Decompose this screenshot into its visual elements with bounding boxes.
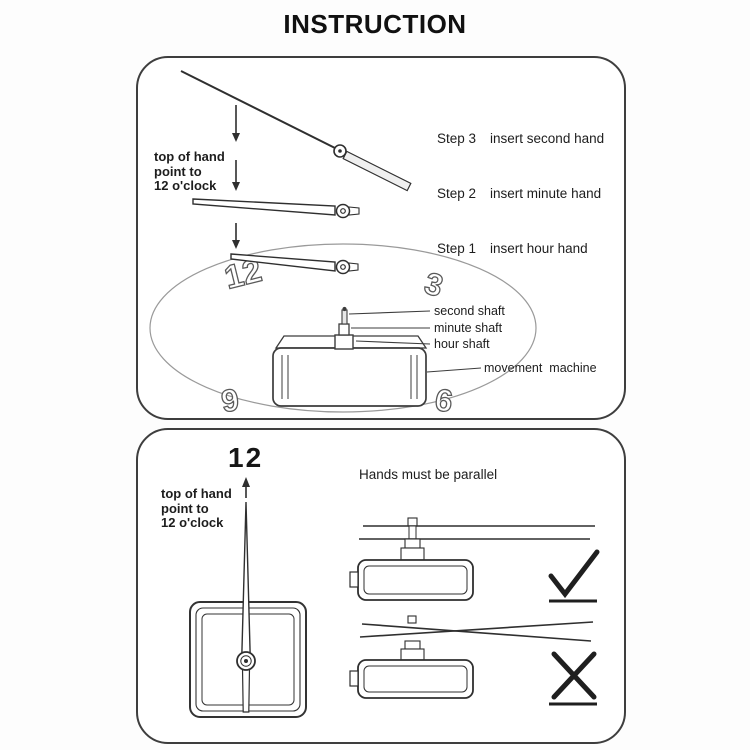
hour-shaft-label: hour shaft xyxy=(434,337,490,351)
clock-number-6: 6 xyxy=(433,382,455,414)
assembly-diagram: 12 3 9 6 xyxy=(149,70,537,414)
parallel-hands-note: Hands must be parallel xyxy=(359,467,498,482)
movement-machine-label: movement machine xyxy=(484,361,597,375)
hour-hand xyxy=(230,253,359,275)
step-3-label: Step 3 xyxy=(437,131,477,146)
clock-number-9: 9 xyxy=(219,382,241,414)
assembly-steps-panel: 12 3 9 6 xyxy=(136,56,626,420)
hour-shaft xyxy=(334,334,354,350)
parallel-hands-side-view xyxy=(349,517,595,601)
second-shaft-label: second shaft xyxy=(434,304,505,318)
orientation-diagram xyxy=(189,477,600,718)
step-1: Step 1 insert hour hand xyxy=(437,241,588,256)
clock-face-ellipse xyxy=(149,243,537,413)
down-arrow-icon xyxy=(232,223,240,249)
shaft-stack xyxy=(334,306,354,350)
minute-shaft-label: minute shaft xyxy=(434,321,503,335)
clock-hand-pointing-up xyxy=(236,501,256,713)
step-3: Step 3 insert second hand xyxy=(437,131,604,146)
hand-orientation-note: top of hand point to 12 o'clock xyxy=(154,149,225,194)
minute-hand xyxy=(192,198,360,219)
down-arrow-icon xyxy=(232,160,240,191)
clock-number-3: 3 xyxy=(421,265,447,303)
step-1-text: insert hour hand xyxy=(490,241,588,256)
minute-shaft xyxy=(338,323,350,336)
twelve-marker: 12 xyxy=(228,442,264,473)
step-2-label: Step 2 xyxy=(437,186,477,201)
label-pointer-lines xyxy=(348,310,482,373)
second-hand xyxy=(180,70,412,192)
crossed-hands-side-view xyxy=(349,615,594,699)
step-2-text: insert minute hand xyxy=(490,186,602,201)
orientation-panel: 12 top of hand point to 12 o'clock Hands… xyxy=(136,428,626,744)
page-title: INSTRUCTION xyxy=(283,9,467,39)
up-arrow-icon xyxy=(242,477,250,498)
cross-icon xyxy=(549,651,597,706)
down-arrow-icon xyxy=(232,105,240,142)
step-3-text: insert second hand xyxy=(490,131,605,146)
second-shaft xyxy=(341,309,348,325)
checkmark-icon xyxy=(548,549,600,603)
step-2: Step 2 insert minute hand xyxy=(437,186,601,201)
hand-orientation-note: top of hand point to 12 o'clock xyxy=(161,486,232,531)
step-1-label: Step 1 xyxy=(437,241,477,256)
